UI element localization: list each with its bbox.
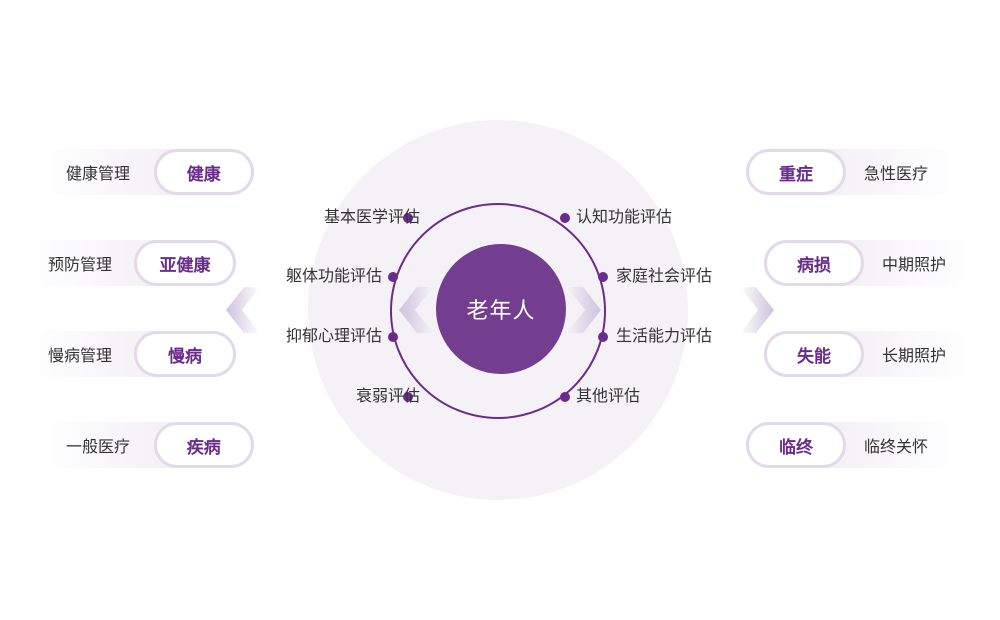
assessment-label: 生活能力评估 — [616, 326, 713, 345]
row-text: 急性医疗 — [864, 164, 929, 183]
terminal-pill: 临终 — [746, 422, 846, 468]
subhealth-pill: 亚健康 — [134, 240, 236, 286]
left-row-chronic: 慢病管理 慢病 — [30, 331, 236, 377]
row-text: 慢病管理 — [48, 346, 113, 365]
assessment-label: 认知功能评估 — [576, 207, 673, 226]
center-node: 老年人 — [436, 244, 566, 374]
dot-other — [560, 392, 570, 402]
assessment-label: 家庭社会评估 — [616, 266, 713, 285]
dot-depression — [388, 332, 398, 342]
assessment-label: 抑郁心理评估 — [285, 326, 382, 345]
chevron-left-icon — [399, 287, 433, 333]
assessment-label: 基本医学评估 — [323, 207, 420, 226]
health-pill: 健康 — [153, 149, 254, 195]
disability-pill: 失能 — [764, 331, 864, 377]
row-text: 长期照护 — [882, 346, 947, 365]
dot-physical-function — [388, 272, 398, 282]
dot-cognitive — [560, 213, 570, 223]
left-row-prevention: 预防管理 亚健康 — [30, 240, 236, 286]
assessment-label: 衰弱评估 — [355, 386, 420, 405]
chevron-right-icon — [567, 287, 601, 333]
disease-pill: 疾病 — [153, 422, 254, 468]
row-text: 中期照护 — [882, 255, 947, 274]
dot-family-social — [598, 272, 608, 282]
chevron-right-outer-icon — [740, 287, 774, 333]
left-row-health: 健康管理 健康 — [40, 149, 254, 195]
assessment-ring — [390, 203, 606, 419]
row-text: 临终关怀 — [864, 437, 929, 456]
row-text: 健康管理 — [66, 164, 131, 183]
chronic-pill: 慢病 — [134, 331, 236, 377]
assessment-label: 躯体功能评估 — [285, 266, 382, 285]
chevron-left-outer-icon — [226, 287, 260, 333]
dot-living-ability — [598, 332, 608, 342]
right-row-hospice: 临终 临终关怀 — [746, 422, 960, 468]
dot-basic-medical — [403, 213, 413, 223]
dot-frailty — [403, 392, 413, 402]
row-text: 一般医疗 — [66, 437, 131, 456]
right-row-longterm: 失能 长期照护 — [764, 331, 970, 377]
left-row-general: 一般医疗 疾病 — [40, 422, 254, 468]
impairment-pill: 病损 — [764, 240, 864, 286]
row-text: 预防管理 — [48, 255, 113, 274]
assessment-label: 其他评估 — [576, 386, 641, 405]
right-row-acute: 重症 急性医疗 — [746, 149, 960, 195]
severe-pill: 重症 — [746, 149, 846, 195]
right-row-intermediate: 病损 中期照护 — [764, 240, 970, 286]
